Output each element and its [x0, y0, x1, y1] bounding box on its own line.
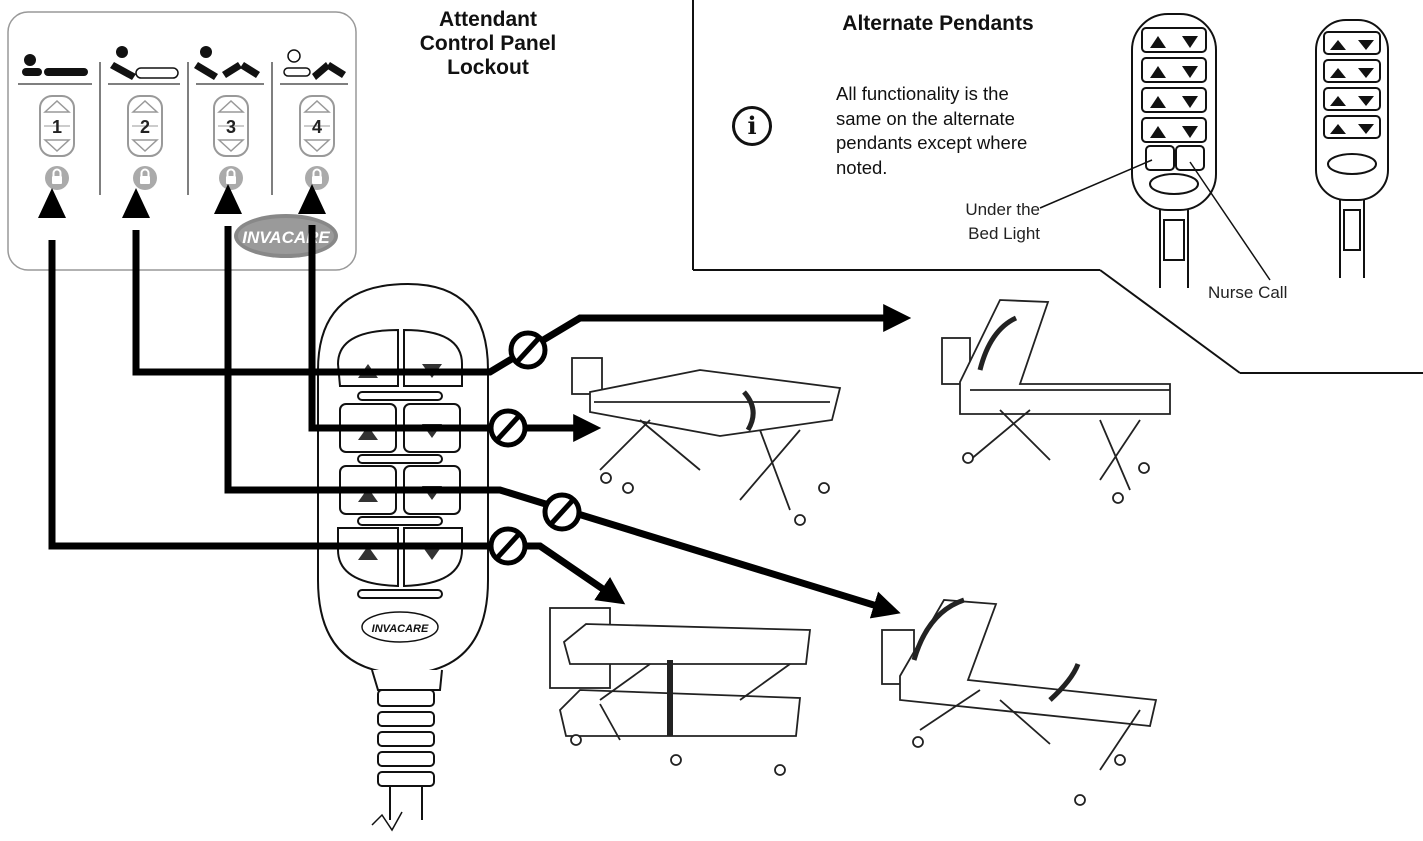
- no-symbol-icon: [488, 526, 528, 566]
- arrow-line-2: [132, 230, 912, 376]
- nurse-call-label: Nurse Call: [1208, 283, 1288, 302]
- lock-icons: [45, 166, 329, 190]
- no-symbol-icon: [542, 492, 582, 532]
- arrow-line-1: [48, 240, 626, 605]
- main-pendant: INVACARE: [317, 282, 489, 832]
- no-symbol-icon: [488, 408, 528, 448]
- lock-icon: [45, 166, 69, 190]
- under-bed-light-line-2: Bed Light: [968, 224, 1040, 243]
- bed-height-adjust: [549, 607, 812, 776]
- alternate-pendants-title: Alternate Pendants: [842, 12, 1034, 35]
- no-symbol-icon: [508, 330, 548, 370]
- svg-text:INVACARE: INVACARE: [242, 228, 330, 247]
- panel-brand-badge: INVACARE: [234, 214, 338, 258]
- alternate-note-line-4: noted.: [836, 156, 888, 178]
- info-icon: i: [732, 106, 772, 146]
- bed-illustrations: [549, 299, 1171, 806]
- bed-head-raised: [941, 299, 1171, 504]
- alternate-note: All functionality is the same on the alt…: [836, 82, 1076, 180]
- channel-3-number: 3: [226, 117, 236, 137]
- arrow-line-3: [224, 226, 901, 619]
- bed-head-and-knee: [881, 597, 1158, 806]
- lockout-title-line-1: Attendant: [439, 8, 537, 31]
- alternate-pendant-right: [1315, 19, 1389, 278]
- under-bed-light-label: Under the Bed Light: [900, 198, 1040, 246]
- under-bed-light-line-1: Under the: [965, 200, 1040, 219]
- pendant-brand-badge: INVACARE: [361, 611, 439, 643]
- lock-icon: [219, 166, 243, 190]
- panel-buttons: [39, 95, 335, 157]
- alt-pendant-glyphs: [1150, 36, 1374, 138]
- svg-text:INVACARE: INVACARE: [372, 623, 429, 635]
- callout-lines: [1039, 159, 1271, 281]
- alternate-pendant-left: [1131, 13, 1217, 288]
- alternate-note-line-1: All functionality is the: [836, 83, 1009, 104]
- lock-icon: [305, 166, 329, 190]
- alternate-note-line-3: pendants except where: [836, 132, 1028, 153]
- lockout-title: Attendant Control Panel Lockout: [368, 8, 608, 80]
- lockout-title-line-3: Lockout: [447, 56, 529, 79]
- no-symbol-icons: [488, 330, 582, 566]
- source-arrowheads: [38, 184, 326, 218]
- channel-1-number: 1: [52, 117, 62, 137]
- channel-4-number: 4: [312, 117, 322, 137]
- lockout-title-line-2: Control Panel: [419, 32, 557, 55]
- alternate-frame: [692, 0, 1423, 374]
- bed-position-icons: [22, 46, 346, 80]
- lock-icon: [133, 166, 157, 190]
- bed-knee-adjust: [571, 357, 842, 526]
- attendant-control-panel: 1 2 3 4 INVACARE: [7, 11, 357, 271]
- alternate-note-line-2: same on the alternate: [836, 107, 1015, 129]
- channel-2-number: 2: [140, 117, 150, 137]
